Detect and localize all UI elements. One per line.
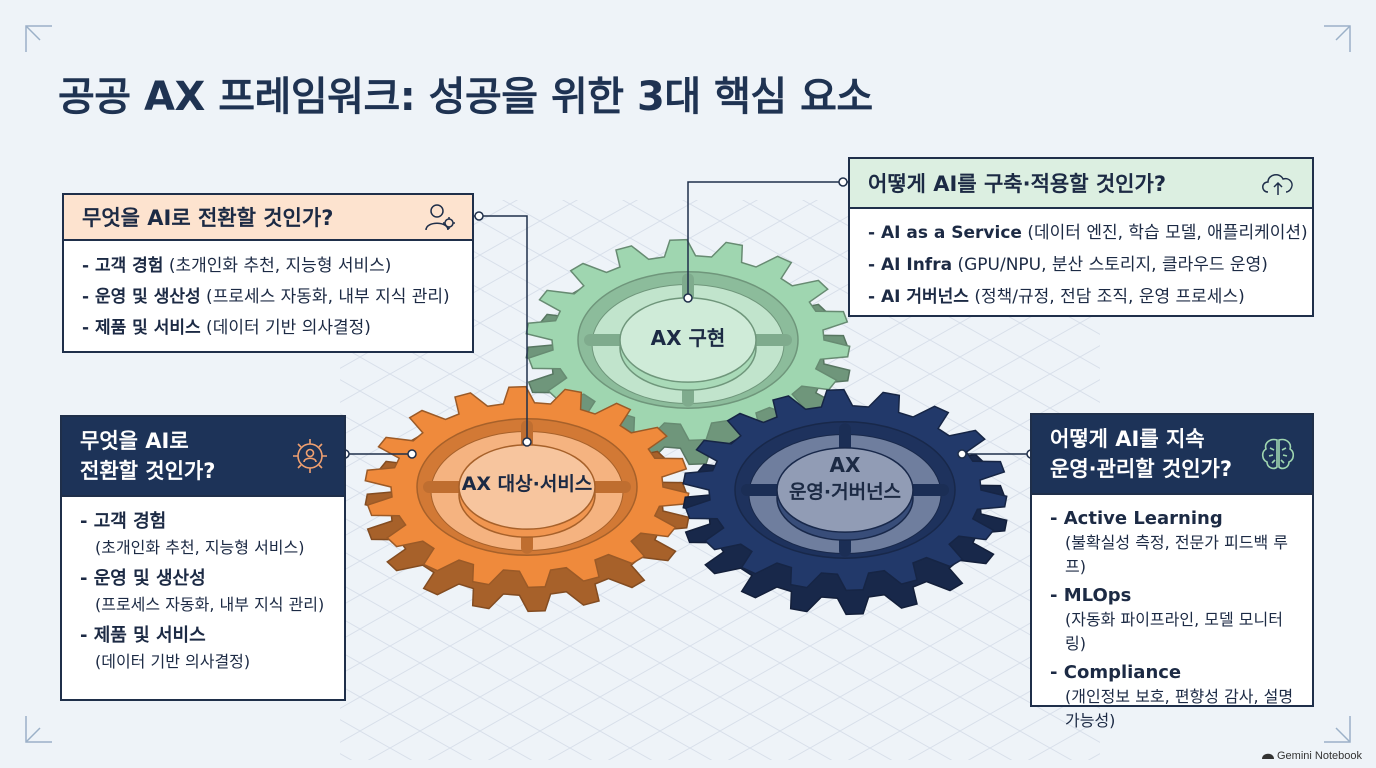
list-item: - AI Infra (GPU/NPU, 분산 스토리지, 클라우드 운영) [868, 255, 1268, 275]
gear-label-governance-1: AX [830, 453, 861, 477]
list-item: - 운영 및 생산성 (프로세스 자동화, 내부 지식 관리) [82, 287, 450, 307]
target-service-card: 무엇을 AI로 전환할 것인가? - 고객 경험 (초개인화 추천, 지능형 서… [62, 193, 474, 353]
list-item: - Active Learning(불확실성 측정, 전문가 피드백 루프) [1050, 508, 1289, 576]
list-item: - 고객 경험 (초개인화 추천, 지능형 서비스) [82, 256, 392, 276]
list-item: - 고객 경험(초개인화 추천, 지능형 서비스) [80, 511, 305, 557]
card-heading: 무엇을 AI로 전환할 것인가? [80, 429, 216, 483]
service-detail-card: 무엇을 AI로 전환할 것인가? - 고객 경험(초개인화 추천, 지능형 서비… [60, 415, 346, 701]
connector-lines [346, 181, 1030, 455]
card-item-list: - AI as a Service (데이터 엔진, 학습 모델, 애플리케이션… [850, 209, 1312, 313]
list-item: - AI as a Service (데이터 엔진, 학습 모델, 애플리케이션… [868, 223, 1308, 243]
person-gear-icon [424, 202, 458, 232]
watermark-text: Gemini Notebook [1277, 750, 1362, 762]
card-heading: 어떻게 AI를 구축·적용할 것인가? [868, 172, 1166, 196]
notebook-logo-icon [1262, 750, 1274, 762]
card-item-list: - Active Learning(불확실성 측정, 전문가 피드백 루프) -… [1032, 495, 1312, 733]
card-item-list: - 고객 경험 (초개인화 추천, 지능형 서비스) - 운영 및 생산성 (프… [64, 241, 472, 344]
frame-corners [25, 25, 1351, 743]
list-item: - 운영 및 생산성(프로세스 자동화, 내부 지식 관리) [80, 568, 325, 614]
brain-icon [1258, 434, 1298, 474]
list-item: - Compliance(개인정보 보호, 편향성 감사, 설명 가능성) [1050, 662, 1294, 730]
gear-person-icon [290, 436, 330, 476]
list-item: - 제품 및 서비스(데이터 기반 의사결정) [80, 625, 251, 671]
page-title: 공공 AX 프레임워크: 성공을 위한 3대 핵심 요소 [58, 74, 873, 120]
card-header: 무엇을 AI로 전환할 것인가? [62, 417, 344, 497]
gear-label-implementation: AX 구현 [651, 326, 726, 350]
list-item: - MLOps(자동화 파이프라인, 모델 모니터링) [1050, 585, 1283, 653]
cloud-upload-icon [1258, 168, 1298, 198]
implementation-card: 어떻게 AI를 구축·적용할 것인가? - AI as a Service (데… [848, 157, 1314, 317]
list-item: - AI 거버넌스 (정책/규정, 전담 조직, 운영 프로세스) [868, 287, 1245, 307]
governance-card: 어떻게 AI를 지속 운영·관리할 것인가? - Active Learning… [1030, 413, 1314, 730]
service-gear [364, 385, 690, 613]
card-item-list: - 고객 경험(초개인화 추천, 지능형 서비스) - 운영 및 생산성(프로세… [62, 497, 344, 675]
gear-label-governance-2: 운영·거버넌스 [789, 481, 901, 503]
card-header: 무엇을 AI로 전환할 것인가? [64, 195, 472, 241]
gear-label-service: AX 대상·서비스 [462, 473, 593, 495]
gear-hub [776, 447, 914, 533]
card-header: 어떻게 AI를 지속 운영·관리할 것인가? [1032, 415, 1312, 495]
governance-gear [682, 388, 1008, 616]
watermark: Gemini Notebook [1262, 750, 1362, 762]
card-heading: 어떻게 AI를 지속 운영·관리할 것인가? [1050, 427, 1233, 481]
list-item: - 제품 및 서비스 (데이터 기반 의사결정) [82, 318, 371, 338]
card-heading: 무엇을 AI로 전환할 것인가? [82, 206, 334, 230]
card-header: 어떻게 AI를 구축·적용할 것인가? [850, 159, 1312, 209]
implementation-gear [525, 238, 851, 466]
